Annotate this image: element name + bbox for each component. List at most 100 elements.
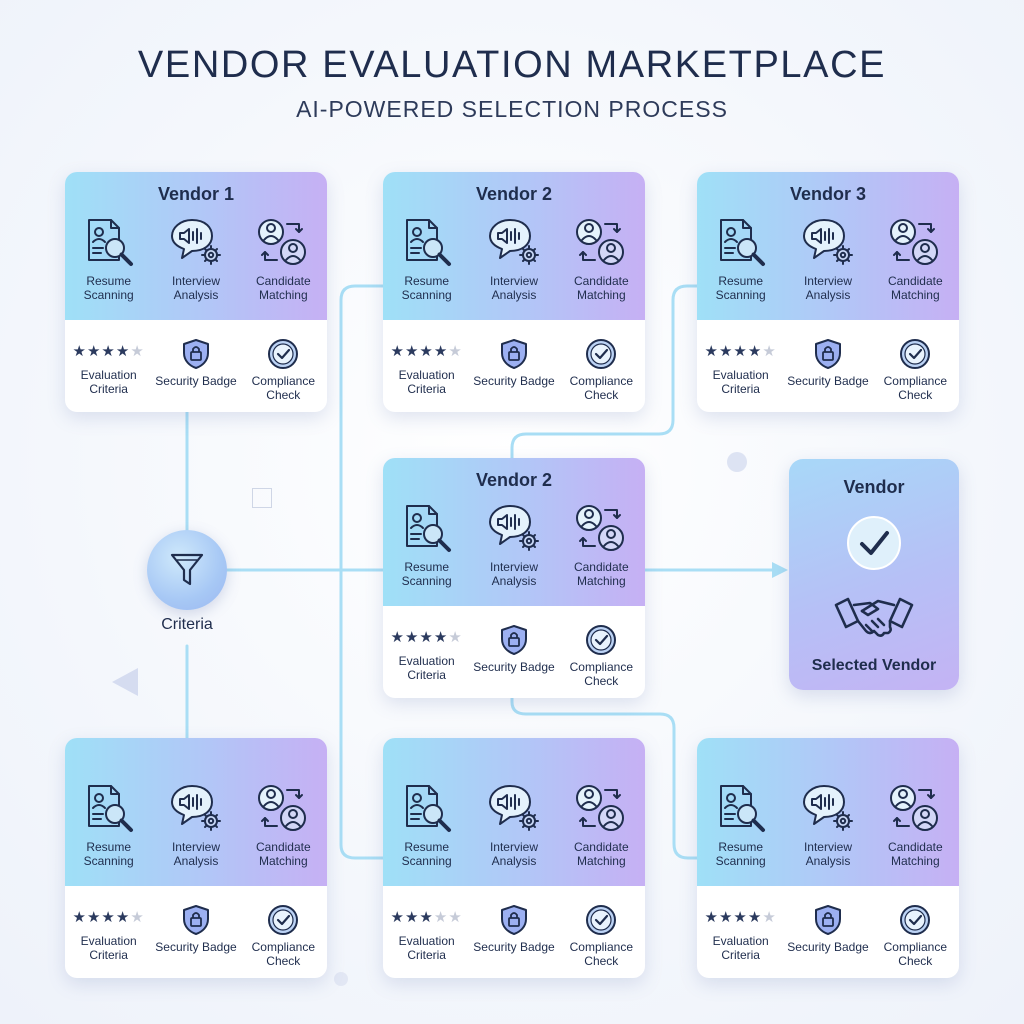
feature-candidate-matching[interactable]: Candidate Matching (559, 216, 643, 302)
page-title: VENDOR EVALUATION MARKETPLACE (137, 44, 887, 86)
compliance-check-icon (586, 625, 617, 655)
feature-resume-scanning[interactable]: Resume Scanning (67, 782, 151, 868)
feature-label: Interview Analysis (803, 274, 852, 302)
feature-label: Candidate Matching (255, 840, 311, 868)
star-filled-icon: ★ (419, 343, 434, 360)
vendor-card-4[interactable]: Vendor 2 (383, 458, 645, 698)
star-filled-icon: ★ (747, 909, 763, 926)
vendor-card-7[interactable]: Resume Scanning (697, 738, 959, 978)
feature-interview-analysis[interactable]: Interview Analysis (472, 782, 556, 868)
security-badge[interactable]: Security Badge (786, 338, 870, 402)
feature-interview-analysis[interactable]: Interview Analysis (472, 502, 556, 588)
feature-label: Candidate Matching (573, 274, 629, 302)
compliance-check[interactable]: Compliance Check (559, 904, 643, 968)
feature-interview-analysis[interactable]: Interview Analysis (786, 782, 870, 868)
vendor-card-footer: ★★★★★ Evaluation Criteria Security Badge (697, 886, 959, 978)
compliance-check-icon (900, 905, 931, 935)
shield-lock-icon (500, 625, 527, 655)
star-empty-icon: ★ (448, 629, 463, 646)
feature-resume-scanning[interactable]: Resume Scanning (385, 782, 469, 868)
vendor-card-footer: ★★★★★ Evaluation Criteria Security Badge (697, 320, 959, 412)
compliance-check[interactable]: Compliance Check (559, 624, 643, 688)
star-filled-icon: ★ (390, 343, 405, 360)
check-icon (847, 516, 901, 570)
feature-resume-scanning[interactable]: Resume Scanning (385, 216, 469, 302)
status-label: Security Badge (473, 660, 555, 674)
star-filled-icon: ★ (115, 343, 131, 360)
vendor-card-2[interactable]: Vendor 2 (383, 172, 645, 412)
status-label: Security Badge (473, 940, 555, 954)
evaluation-criteria[interactable]: ★★★★★ Evaluation Criteria (699, 904, 783, 968)
security-badge[interactable]: Security Badge (154, 338, 238, 402)
handshake-icon (834, 597, 914, 637)
status-label: Evaluation Criteria (80, 934, 137, 962)
star-empty-icon: ★ (762, 909, 777, 926)
evaluation-criteria[interactable]: ★★★★★ Evaluation Criteria (699, 338, 783, 402)
feature-interview-analysis[interactable]: Interview Analysis (472, 216, 556, 302)
evaluation-criteria[interactable]: ★★★★★ Evaluation Criteria (385, 338, 469, 402)
feature-label: Interview Analysis (171, 274, 220, 302)
evaluation-criteria[interactable]: ★★★★★ Evaluation Criteria (67, 904, 151, 968)
candidate-matching-icon (576, 505, 625, 551)
feature-candidate-matching[interactable]: Candidate Matching (559, 782, 643, 868)
feature-resume-scanning[interactable]: Resume Scanning (67, 216, 151, 302)
criteria-label: Criteria (161, 616, 213, 633)
security-badge[interactable]: Security Badge (472, 338, 556, 402)
feature-candidate-matching[interactable]: Candidate Matching (559, 502, 643, 588)
feature-interview-analysis[interactable]: Interview Analysis (786, 216, 870, 302)
star-empty-icon: ★ (130, 909, 145, 926)
star-empty-icon: ★ (130, 343, 145, 360)
feature-candidate-matching[interactable]: Candidate Matching (241, 782, 325, 868)
security-badge[interactable]: Security Badge (154, 904, 238, 968)
feature-resume-scanning[interactable]: Resume Scanning (699, 782, 783, 868)
vendor-card-footer: ★★★★★ Evaluation Criteria Security Badge (383, 886, 645, 978)
vendor-card-5[interactable]: Resume Scanning (65, 738, 327, 978)
status-label: Compliance Check (569, 374, 633, 402)
vendor-card-header: Resume Scanning (697, 738, 959, 886)
compliance-check-icon (268, 339, 299, 369)
feature-resume-scanning[interactable]: Resume Scanning (385, 502, 469, 588)
feature-label: Candidate Matching (887, 274, 943, 302)
compliance-check[interactable]: Compliance Check (559, 338, 643, 402)
interview-analysis-icon (802, 219, 853, 265)
status-label: Compliance Check (883, 940, 947, 968)
compliance-check[interactable]: Compliance Check (241, 904, 325, 968)
selected-vendor-card[interactable]: Vendor Selected Vendor (789, 459, 959, 690)
vendor-card-title: Vendor 3 (789, 184, 867, 204)
compliance-check[interactable]: Compliance Check (873, 338, 957, 402)
star-filled-icon: ★ (433, 343, 449, 360)
feature-label: Candidate Matching (255, 274, 311, 302)
vendor-card-6[interactable]: Resume Scanning (383, 738, 645, 978)
vendor-card-3[interactable]: Vendor 3 (697, 172, 959, 412)
security-badge[interactable]: Security Badge (472, 624, 556, 688)
candidate-matching-icon (576, 785, 625, 831)
resume-scan-icon (405, 785, 451, 832)
status-label: Compliance Check (251, 374, 315, 402)
evaluation-criteria[interactable]: ★★★★★ Evaluation Criteria (385, 904, 469, 968)
star-filled-icon: ★ (419, 629, 434, 646)
evaluation-criteria[interactable]: ★★★★★ Evaluation Criteria (385, 624, 469, 688)
vendor-card-footer: ★★★★★ Evaluation Criteria Security Badge (65, 320, 327, 412)
compliance-check[interactable]: Compliance Check (873, 904, 957, 968)
selected-vendor-title: Vendor (843, 477, 905, 497)
resume-scan-icon (87, 219, 133, 266)
feature-resume-scanning[interactable]: Resume Scanning (699, 216, 783, 302)
feature-interview-analysis[interactable]: Interview Analysis (154, 782, 238, 868)
security-badge[interactable]: Security Badge (786, 904, 870, 968)
security-badge[interactable]: Security Badge (472, 904, 556, 968)
compliance-check[interactable]: Compliance Check (241, 338, 325, 402)
criteria-node[interactable] (147, 530, 227, 610)
star-filled-icon: ★ (704, 343, 719, 360)
feature-candidate-matching[interactable]: Candidate Matching (873, 216, 957, 302)
evaluation-criteria[interactable]: ★★★★★ Evaluation Criteria (67, 338, 151, 402)
feature-interview-analysis[interactable]: Interview Analysis (154, 216, 238, 302)
feature-candidate-matching[interactable]: Candidate Matching (241, 216, 325, 302)
vendor-card-header: Vendor 2 (383, 458, 645, 606)
vendor-card-1[interactable]: Vendor 1 (65, 172, 327, 412)
decor-dot (334, 972, 348, 986)
candidate-matching-icon (890, 219, 939, 265)
feature-label: Resume Scanning (401, 840, 452, 868)
page-subtitle: AI-POWERED SELECTION PROCESS (296, 96, 728, 122)
feature-label: Resume Scanning (715, 274, 766, 302)
feature-candidate-matching[interactable]: Candidate Matching (873, 782, 957, 868)
